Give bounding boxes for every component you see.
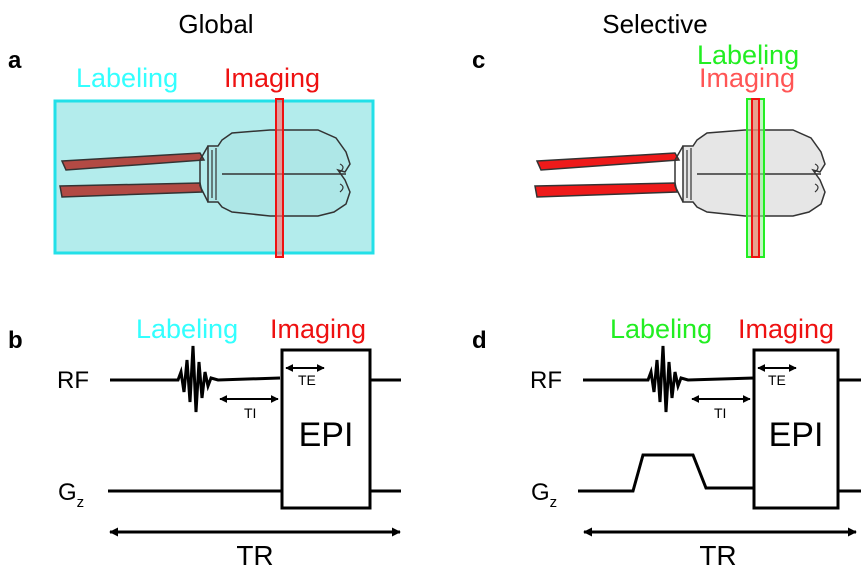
optic-nerves-a [59, 152, 206, 198]
rf-waveform-b [110, 345, 281, 413]
imaging-label-c: Imaging [699, 63, 795, 93]
labeling-label-b: Labeling [136, 314, 238, 344]
labeling-label-d: Labeling [610, 314, 712, 344]
epi-box-d [752, 348, 840, 510]
column-title-global: Global [178, 9, 253, 39]
panel-b: b Labeling Imaging RF Gz EPI TE TI TR [8, 314, 401, 570]
imaging-slab-a [275, 98, 284, 258]
rf-label-b: RF [57, 367, 89, 394]
panel-c: c Labeling Imaging [472, 40, 826, 258]
gz-waveform-d [578, 453, 754, 493]
column-title-selective: Selective [602, 9, 708, 39]
epi-label-b: EPI [299, 416, 354, 454]
labeling-label-a: Labeling [76, 63, 178, 93]
imaging-label-b: Imaging [270, 314, 366, 344]
panel-letter-d: d [472, 327, 487, 354]
te-label-d: TE [768, 372, 786, 388]
ti-label-d: TI [714, 405, 726, 421]
rf-waveform-d [583, 345, 755, 413]
tr-label-d: TR [699, 540, 736, 570]
gz-label-d: Gz [531, 479, 557, 511]
panel-d: d Labeling Imaging RF Gz EPI TE TI TR [472, 314, 861, 570]
panel-a: a Labeling Imaging [8, 47, 375, 258]
panel-letter-b: b [8, 327, 23, 354]
imaging-slab-c [751, 98, 760, 258]
panel-letter-a: a [8, 47, 22, 74]
epi-label-d: EPI [769, 416, 824, 454]
tr-label-b: TR [236, 540, 273, 570]
epi-box-b [280, 348, 372, 510]
imaging-label-d: Imaging [738, 314, 834, 344]
imaging-label-a: Imaging [224, 63, 320, 93]
labeling-label-c: Labeling [697, 40, 799, 70]
optic-nerves-c [534, 152, 681, 198]
panel-letter-c: c [472, 47, 485, 74]
te-label-b: TE [298, 372, 316, 388]
gz-label-b: Gz [58, 479, 84, 511]
rf-label-d: RF [530, 367, 562, 394]
ti-label-b: TI [244, 405, 256, 421]
